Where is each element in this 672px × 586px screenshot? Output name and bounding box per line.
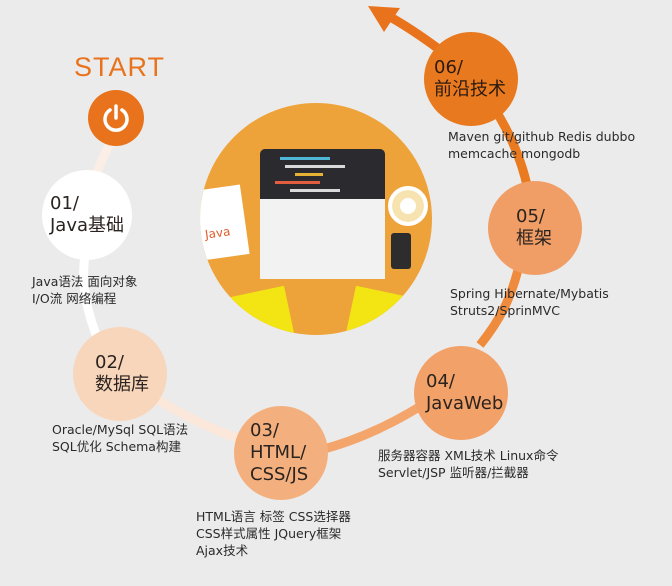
step-title: Java基础 [50,215,125,236]
step-title: 框架 [516,228,552,249]
coffee-cup-icon [388,186,428,226]
step-number: 02/ [95,352,124,373]
step-05-node[interactable]: 05/ 框架 [488,181,582,275]
step-04-node[interactable]: 04/ JavaWeb [414,346,508,440]
step-06-node[interactable]: 06/ 前沿技术 [424,32,518,126]
step-03-node[interactable]: 03/ HTML/ CSS/JS [234,406,328,500]
start-power-button[interactable] [88,90,144,146]
step-number: 06/ [434,57,463,78]
illustration [200,103,432,335]
step-number: 03/ [250,420,279,441]
arrow-head-icon [368,6,400,32]
step-number: 05/ [516,206,545,227]
step-01-node[interactable]: 01/ Java基础 [42,170,132,260]
step-02-node[interactable]: 02/ 数据库 [73,327,167,421]
step-title: 前沿技术 [434,79,506,100]
java-notebook-icon [200,184,250,262]
step-number: 01/ [50,193,79,214]
step-title: 数据库 [95,374,149,395]
laptop-icon [260,149,385,199]
step-title: JavaWeb [426,393,504,414]
phone-icon [391,233,411,269]
step-title: HTML/ [250,442,307,463]
step-title-line2: CSS/JS [250,464,309,485]
step-number: 04/ [426,371,455,392]
start-label: START [74,52,166,82]
power-icon [103,104,129,132]
